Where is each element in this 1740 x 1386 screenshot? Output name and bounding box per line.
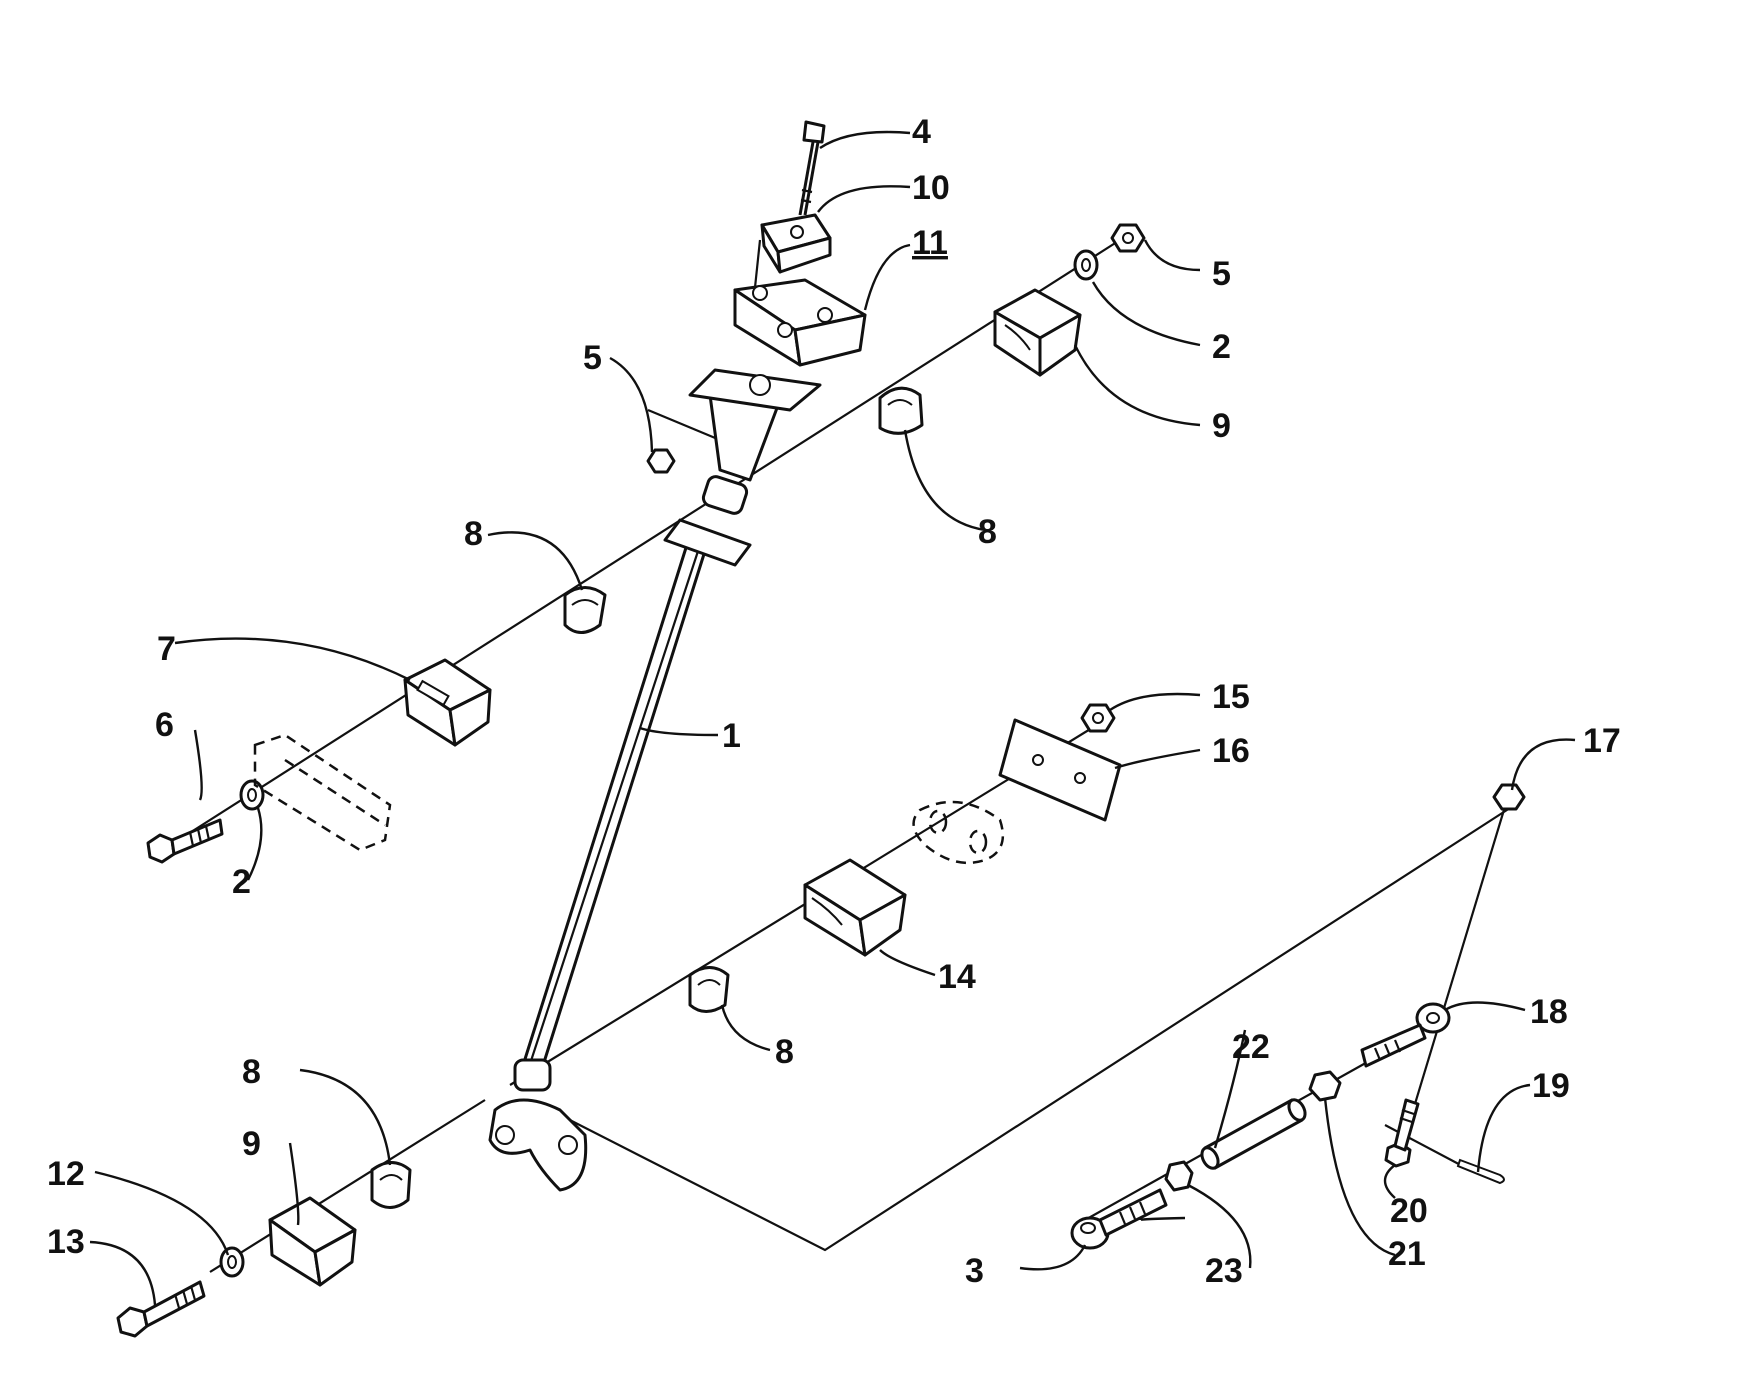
bolt-6 [146, 818, 224, 864]
callout-12: 12 [47, 1155, 85, 1193]
nut-5-left-line [647, 408, 721, 442]
cap-10 [760, 213, 832, 274]
callout-8-left: 8 [464, 515, 483, 553]
steering-arm [488, 1098, 588, 1192]
callout-4: 4 [912, 113, 931, 151]
nut-5-upper-right [1110, 223, 1146, 253]
block-14 [803, 858, 907, 957]
plate-16 [998, 718, 1122, 822]
nut-21 [1308, 1070, 1342, 1102]
callout-18: 18 [1530, 993, 1568, 1031]
frame-bracket-ghost [253, 733, 392, 852]
washer-2-upper [1073, 249, 1099, 281]
block-9-lower [268, 1196, 357, 1287]
callout-23: 23 [1205, 1252, 1243, 1290]
callout-13: 13 [47, 1223, 85, 1261]
callout-10: 10 [912, 169, 950, 207]
clamp-11 [733, 278, 867, 367]
callout-14: 14 [938, 958, 976, 996]
cotter-pin-19 [1456, 1158, 1505, 1185]
washer-12 [219, 1246, 245, 1278]
bushing-8-middle [688, 966, 730, 1013]
callout-1: 1 [722, 717, 741, 755]
callout-8-upper-right: 8 [978, 513, 997, 551]
tie-rod-end-3 [1070, 1188, 1168, 1250]
bushing-8-left [563, 586, 607, 634]
callout-6: 6 [155, 706, 174, 744]
bushing-8-upper-right [878, 386, 924, 435]
callout-19: 19 [1532, 1067, 1570, 1105]
callout-9-lower: 9 [242, 1125, 261, 1163]
nut-5-left [646, 448, 676, 474]
bolt-13 [116, 1280, 206, 1338]
callout-15: 15 [1212, 678, 1250, 716]
leader-lines [89, 130, 1576, 1306]
steering-post [488, 368, 822, 1192]
callout-labels: 4 10 11 5 5 2 9 8 8 7 6 2 1 15 16 17 14 … [47, 113, 1621, 1290]
callout-16: 16 [1212, 732, 1250, 770]
upper-axis-line [154, 239, 1121, 856]
assembly-axis-lines [154, 239, 1512, 1273]
nut-17 [1492, 783, 1526, 811]
callout-7: 7 [157, 630, 176, 668]
callout-11: 11 [912, 224, 948, 262]
tie-rod-end-18 [1360, 1002, 1451, 1068]
tie-rod-route-line [559, 807, 1511, 1252]
nut-23 [1164, 1160, 1194, 1192]
callout-8-lower: 8 [242, 1053, 261, 1091]
callout-5-left: 5 [583, 339, 602, 377]
nut-15 [1080, 703, 1116, 733]
callout-22: 22 [1232, 1028, 1270, 1066]
steering-post-flange [663, 518, 752, 567]
gasket-ghost [912, 800, 1005, 865]
bolt-4 [798, 120, 826, 216]
callout-8-middle: 8 [775, 1033, 794, 1071]
bushing-8-lower [370, 1161, 412, 1209]
sleeve-22 [1200, 1098, 1307, 1170]
washer-2-lower [239, 779, 265, 811]
callout-5-right: 5 [1212, 255, 1231, 293]
tie-rod-vertical-line [1396, 789, 1512, 1161]
callout-2-upper: 2 [1212, 328, 1231, 366]
callout-20: 20 [1390, 1192, 1428, 1230]
callout-21: 21 [1388, 1235, 1426, 1273]
callout-9-upper: 9 [1212, 407, 1231, 445]
callout-2-lower: 2 [232, 863, 251, 901]
callout-17: 17 [1583, 722, 1621, 760]
callout-3: 3 [965, 1252, 984, 1290]
steering-post-lower-collar [513, 1058, 552, 1092]
lower-axis-line [209, 1099, 486, 1273]
bolt-20 [1384, 1098, 1420, 1168]
block-7 [403, 658, 492, 747]
steering-post-collar [701, 475, 749, 515]
block-9-upper [993, 288, 1082, 377]
